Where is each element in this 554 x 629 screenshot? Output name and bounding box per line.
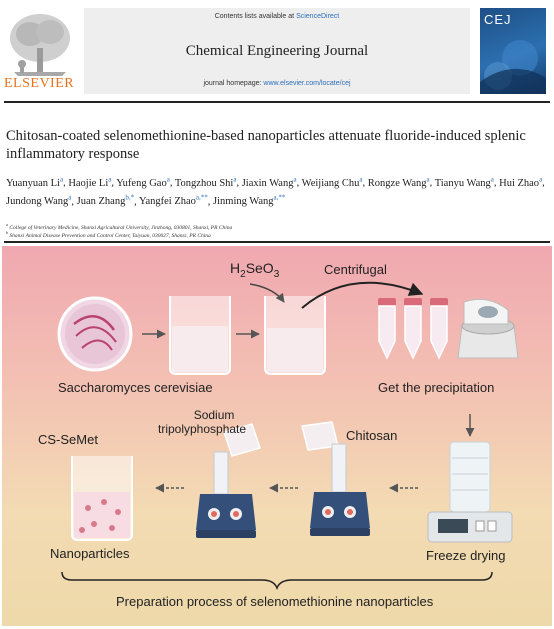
centrifuge-tubes-icon — [378, 298, 448, 360]
author[interactable]: Juan Zhangb,* — [76, 193, 135, 208]
author[interactable]: Yuanyuan Lia — [6, 175, 64, 189]
freeze-drying-label: Freeze drying — [426, 548, 506, 563]
centrifugal-arrow — [301, 281, 424, 309]
journal-header: ELSEVIER Contents lists available at Sci… — [0, 0, 554, 100]
elsevier-tree-logo — [4, 8, 76, 94]
beaker-1-icon — [169, 296, 231, 375]
chitosan-label: Chitosan — [346, 428, 398, 443]
author[interactable]: Jiaxin Wanga — [241, 175, 297, 189]
publisher-wordmark: ELSEVIER — [4, 76, 75, 91]
contents-prefix: Contents lists available at — [214, 13, 297, 20]
beaker-2-icon — [264, 296, 326, 375]
reagent-arrow — [249, 283, 285, 303]
author[interactable]: Weijiang Chua — [301, 175, 363, 189]
homepage-link[interactable]: www.elsevier.com/locate/cej — [263, 80, 351, 87]
graphical-abstract: H2SeO3 Centrifugal Saccharomyces cerevis… — [2, 246, 552, 626]
journal-homepage: journal homepage: www.elsevier.com/locat… — [84, 80, 470, 87]
stirrer-chitosan-icon — [301, 421, 370, 536]
reagent-label: H2SeO3 — [230, 260, 280, 280]
article-title: Chitosan-coated selenomethionine-based n… — [6, 128, 526, 162]
section-rule — [4, 241, 550, 243]
cs-semet-label: CS-SeMet — [38, 432, 98, 447]
affiliation-b: b Shanxi Animal Disease Prevention and C… — [6, 230, 211, 239]
centrifugal-label: Centrifugal — [324, 262, 387, 277]
nanoparticle-beaker-icon — [71, 456, 133, 541]
author[interactable]: Jundong Wanga — [6, 193, 72, 208]
precipitation-label: Get the precipitation — [378, 380, 495, 395]
saccharomyces-label: Saccharomyces cerevisiae — [58, 380, 213, 395]
sciencedirect-link[interactable]: ScienceDirect — [296, 13, 340, 20]
summary-brace — [61, 571, 493, 591]
journal-cover-image: CEJ — [480, 8, 546, 94]
journal-info-box: Contents lists available at ScienceDirec… — [84, 8, 470, 94]
homepage-prefix: journal homepage: — [203, 80, 264, 87]
centrifuge-machine-icon — [457, 298, 519, 359]
petri-dish-icon — [57, 296, 133, 372]
affiliation-a: a College of Veterinary Medicine, Shanxi… — [6, 222, 233, 231]
author[interactable]: Tongzhou Shia — [174, 175, 237, 189]
author-list: Yuanyuan Lia, Haojie Lia, Yufeng Gaoa, T… — [6, 175, 545, 208]
cover-pattern — [480, 40, 546, 94]
author[interactable]: Tianyu Wanga — [434, 175, 494, 189]
author[interactable]: Haojie Lia — [68, 175, 112, 189]
stirrer-tpp-icon — [196, 423, 261, 538]
header-rule — [4, 101, 550, 103]
graphic-caption: Preparation process of selenomethionine … — [116, 594, 434, 609]
freeze-dryer-icon — [427, 441, 513, 543]
nanoparticles-label: Nanoparticles — [50, 546, 130, 561]
author[interactable]: Hui Zhaoa — [499, 175, 543, 189]
journal-title: Chemical Engineering Journal — [185, 43, 369, 59]
author[interactable]: Jinming Wanga,** — [213, 193, 286, 208]
author[interactable]: Yangfei Zhaoa,** — [138, 193, 208, 208]
contents-line: Contents lists available at ScienceDirec… — [84, 13, 470, 20]
author[interactable]: Yufeng Gaoa — [116, 175, 170, 189]
author[interactable]: Rongze Wanga — [367, 175, 430, 189]
process-illustration — [57, 281, 519, 591]
cover-letters: CEJ — [484, 12, 512, 27]
